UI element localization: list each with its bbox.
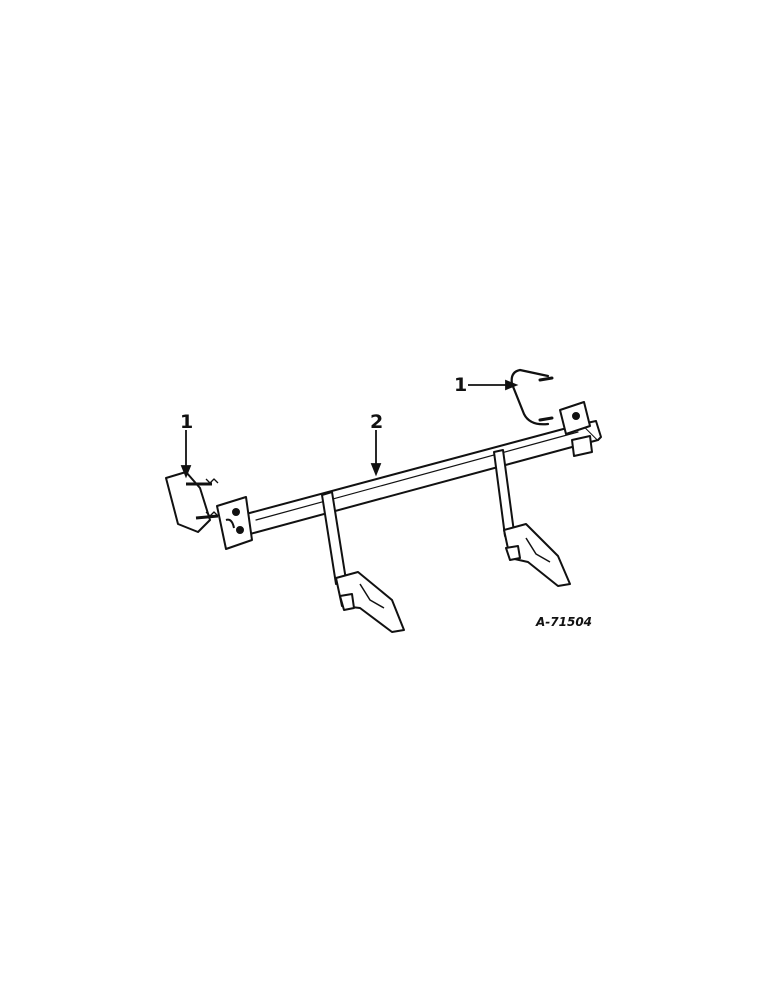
left-shank	[321, 491, 405, 633]
callout-label-right-ubolt: 1	[454, 374, 467, 396]
figure-code: A-71504	[535, 615, 592, 629]
right-u-bolt	[510, 368, 554, 426]
right-clamp-plate	[559, 401, 593, 457]
callout-arrows	[180, 379, 519, 479]
right-shank	[493, 449, 571, 587]
left-clamp-plate	[216, 496, 253, 550]
callout-label-left-ubolt: 1	[180, 411, 193, 433]
callout-label-toolbar: 2	[370, 411, 383, 433]
left-u-bolt	[165, 471, 219, 533]
tool-bar	[245, 420, 602, 535]
